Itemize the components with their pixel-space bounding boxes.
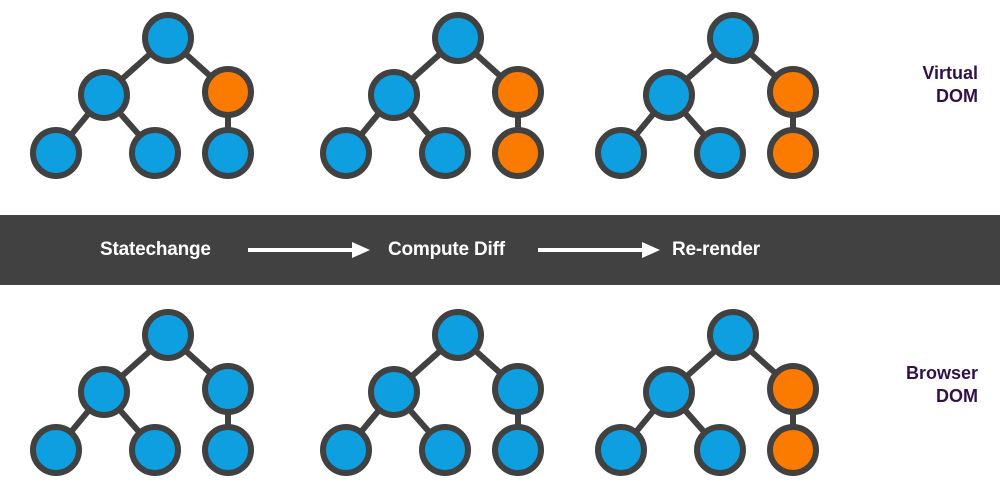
tree-node-root	[432, 309, 484, 361]
tree-node-root	[142, 309, 194, 361]
tree-node-right-leaf	[492, 127, 544, 179]
virtual-dom-label: Virtual DOM	[922, 62, 978, 108]
tree-node-right-child	[492, 66, 544, 118]
browser-dom-label-line1: Browser	[905, 363, 978, 383]
tree-node-right-leaf	[202, 424, 254, 476]
virtual-dom-tree-1	[30, 12, 254, 179]
tree-node-mid-leaf	[694, 127, 746, 179]
tree-node-right-leaf	[767, 127, 819, 179]
tree-node-left-child	[368, 69, 420, 121]
browser-dom-label: Browser DOM	[906, 362, 978, 408]
tree-node-right-child	[767, 363, 819, 415]
tree-node-right-child	[767, 66, 819, 118]
tree-node-left-leaf	[30, 127, 82, 179]
tree-node-right-leaf	[202, 127, 254, 179]
tree-node-left-child	[368, 366, 420, 418]
virtual-dom-tree-3	[595, 12, 819, 179]
tree-node-root	[707, 309, 759, 361]
tree-node-left-child	[78, 366, 130, 418]
tree-node-left-child	[78, 69, 130, 121]
tree-node-left-leaf	[320, 127, 372, 179]
browser-dom-tree-2	[320, 309, 544, 476]
tree-node-root	[142, 12, 194, 64]
virtual-dom-tree-2	[320, 12, 544, 179]
tree-node-right-leaf	[492, 424, 544, 476]
tree-node-left-leaf	[30, 424, 82, 476]
tree-node-left-leaf	[595, 424, 647, 476]
tree-node-mid-leaf	[419, 424, 471, 476]
step-compute-diff: Compute Diff	[388, 239, 505, 260]
browser-dom-tree-1	[30, 309, 254, 476]
tree-node-mid-leaf	[129, 127, 181, 179]
step-statechange: Statechange	[100, 239, 211, 260]
tree-node-right-leaf	[767, 424, 819, 476]
tree-node-root	[432, 12, 484, 64]
tree-node-right-child	[202, 363, 254, 415]
tree-node-mid-leaf	[419, 127, 471, 179]
arrow-right-icon	[248, 242, 370, 258]
arrow-right-icon	[538, 242, 660, 258]
tree-node-left-child	[643, 366, 695, 418]
process-band: Statechange Compute Diff Re-render	[0, 215, 1000, 285]
virtual-dom-label-line2: DOM	[936, 86, 978, 106]
tree-node-left-child	[643, 69, 695, 121]
tree-node-right-child	[202, 66, 254, 118]
browser-dom-label-line2: DOM	[936, 386, 978, 406]
tree-node-left-leaf	[320, 424, 372, 476]
tree-node-root	[707, 12, 759, 64]
tree-node-left-leaf	[595, 127, 647, 179]
tree-node-mid-leaf	[694, 424, 746, 476]
process-band-inner: Statechange Compute Diff Re-render	[0, 215, 1000, 285]
browser-dom-tree-3	[595, 309, 819, 476]
tree-node-right-child	[492, 363, 544, 415]
virtual-dom-label-line1: Virtual	[922, 63, 978, 83]
step-re-render: Re-render	[672, 239, 760, 260]
tree-node-mid-leaf	[129, 424, 181, 476]
